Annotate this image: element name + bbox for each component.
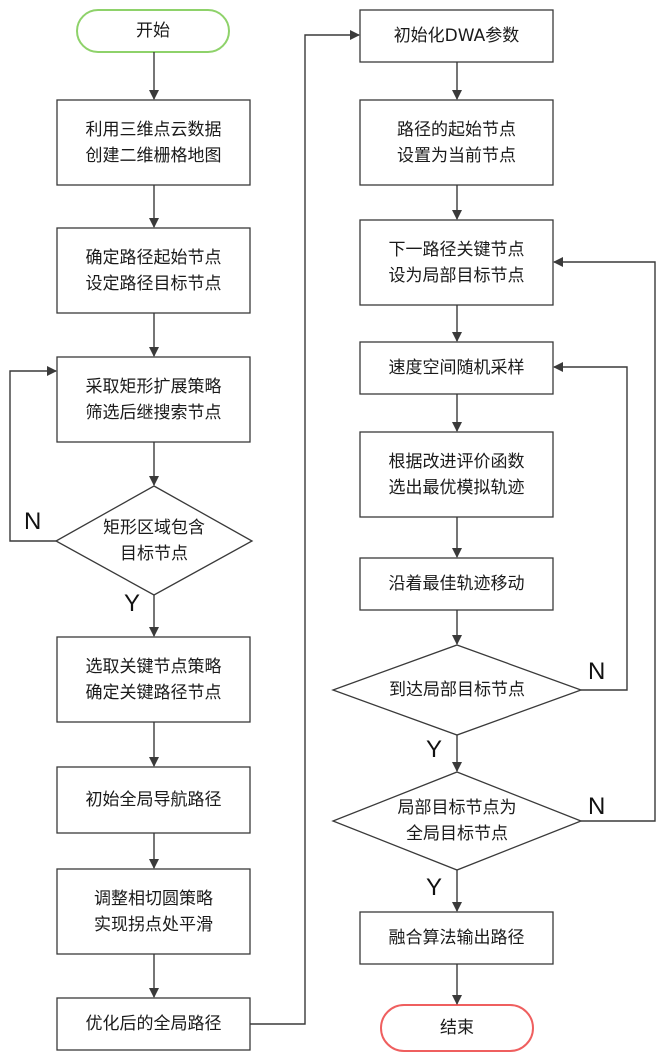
optimized-path-text: 优化后的全局路径: [85, 1014, 222, 1034]
init-dwa-text: 初始化DWA参数: [393, 26, 520, 46]
yes-label-local-is-global: Y: [426, 874, 443, 901]
no-label-reach-local: N: [588, 658, 606, 685]
rect-expand-label: 采取矩形扩展策略 筛选后继搜索节点: [57, 357, 250, 442]
local-is-global-line-1: 局部目标节点为: [397, 798, 517, 818]
set-nodes-box: [56, 227, 251, 314]
evaluate-line-2: 选出最优模拟轨迹: [388, 477, 525, 498]
evaluate-line-1: 根据改进评价函数: [388, 451, 525, 472]
velocity-sample-label: 速度空间随机采样: [360, 342, 553, 394]
rect-expand-line-1: 采取矩形扩展策略: [85, 376, 222, 397]
start-current-label: 路径的起始节点 设置为当前节点: [360, 100, 553, 185]
set-nodes-line-2: 设定路径目标节点: [85, 273, 222, 294]
start-current-line-2: 设置为当前节点: [397, 145, 516, 166]
optimized-path-box: [56, 997, 251, 1051]
next-local-goal-label: 下一路径关键节点 设为局部目标节点: [360, 220, 553, 305]
create-map-label: 利用三维点云数据 创建二维栅格地图: [57, 100, 250, 185]
move-box: [359, 557, 554, 611]
velocity-sample-box: [359, 341, 554, 395]
smooth-label: 调整相切圆策略 实现拐点处平滑: [57, 869, 250, 954]
initial-path-text: 初始全局导航路径: [85, 790, 222, 810]
edge-decision-no-loop: [9, 366, 57, 542]
next-local-goal-line-2: 设为局部目标节点: [388, 265, 525, 286]
edge-left-to-right-column: [250, 30, 360, 1025]
set-nodes-line-1: 确定路径起始节点: [85, 247, 222, 268]
yes-label-rect-contains: Y: [124, 590, 141, 617]
key-nodes-line-2: 确定关键路径节点: [85, 682, 222, 703]
end-text: 结束: [440, 1018, 474, 1038]
local-is-global-line-2: 全局目标节点: [406, 824, 508, 844]
rect-expand-line-2: 筛选后继搜索节点: [85, 402, 222, 423]
reach-local-label: 到达局部目标节点: [333, 645, 581, 735]
rect-contains-line-1: 矩形区域包含: [103, 517, 205, 538]
yes-label-reach-local: Y: [426, 736, 443, 763]
initial-path-box: [56, 766, 251, 834]
key-nodes-label: 选取关键节点策略 确定关键路径节点: [57, 637, 250, 722]
create-map-line-1: 利用三维点云数据: [85, 119, 222, 140]
fuse-output-text: 融合算法输出路径: [388, 928, 525, 948]
start-label: 开始: [77, 10, 229, 52]
smooth-box: [56, 868, 251, 955]
edge-global-no-loop: [553, 257, 656, 822]
rect-contains-line-2: 目标节点: [120, 543, 188, 564]
start-terminal: [76, 9, 230, 53]
local-is-global-label: 局部目标节点为 全局目标节点: [333, 772, 581, 870]
init-dwa-box: [359, 9, 554, 63]
rect-contains-label: 矩形区域包含 目标节点: [56, 486, 252, 595]
key-nodes-box: [56, 636, 251, 723]
no-label-rect-contains: N: [24, 508, 42, 535]
smooth-line-2: 实现拐点处平滑: [94, 914, 213, 935]
end-label: 结束: [381, 1005, 533, 1051]
smooth-line-1: 调整相切圆策略: [94, 888, 213, 909]
move-label: 沿着最佳轨迹移动: [360, 558, 553, 610]
start-current-box: [359, 99, 554, 186]
create-map-line-2: 创建二维栅格地图: [85, 145, 222, 166]
next-local-goal-line-1: 下一路径关键节点: [388, 239, 525, 260]
next-local-goal-box: [359, 219, 554, 306]
reach-local-text: 到达局部目标节点: [389, 680, 525, 700]
key-nodes-line-1: 选取关键节点策略: [85, 656, 222, 677]
end-terminal: [380, 1004, 534, 1052]
start-text: 开始: [136, 21, 170, 41]
fuse-output-box: [359, 911, 554, 965]
move-text: 沿着最佳轨迹移动: [388, 574, 525, 594]
optimized-path-label: 优化后的全局路径: [57, 998, 250, 1050]
evaluate-box: [359, 431, 554, 518]
initial-path-label: 初始全局导航路径: [57, 767, 250, 833]
start-current-line-1: 路径的起始节点: [397, 119, 516, 140]
edge-reach-no-loop: [553, 362, 628, 691]
init-dwa-label: 初始化DWA参数: [360, 10, 553, 62]
rect-expand-box: [56, 356, 251, 443]
no-label-local-is-global: N: [588, 793, 606, 820]
velocity-sample-text: 速度空间随机采样: [388, 358, 525, 378]
set-nodes-label: 确定路径起始节点 设定路径目标节点: [57, 228, 250, 313]
create-map-box: [56, 99, 251, 186]
fuse-output-label: 融合算法输出路径: [360, 912, 553, 964]
evaluate-label: 根据改进评价函数 选出最优模拟轨迹: [360, 432, 553, 517]
